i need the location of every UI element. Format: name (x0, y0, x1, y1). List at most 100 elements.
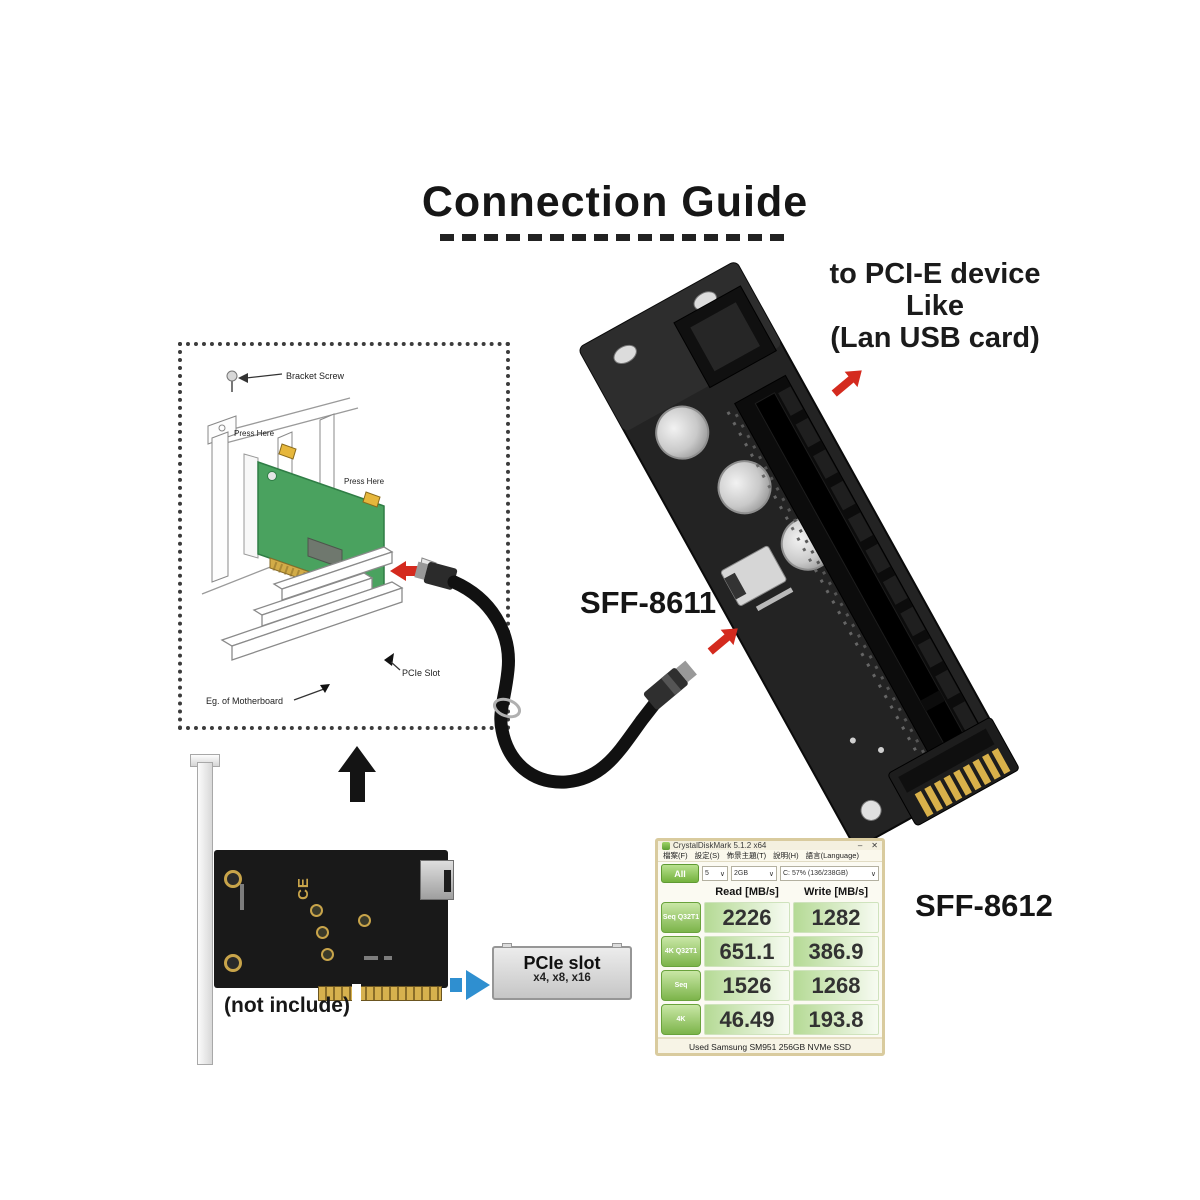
install-diagram-box (178, 342, 510, 730)
mobo-leader (293, 688, 325, 701)
pcie-slot-label: PCIe Slot (402, 668, 441, 678)
seq-q32t1-read: 2226 (704, 902, 790, 933)
cable-wire (447, 575, 663, 789)
cdm-status-bar: Used Samsung SM951 256GB NVMe SSD (658, 1037, 882, 1053)
cdm-titlebar[interactable]: CrystalDiskMark 5.1.2 x64 – ✕ (658, 841, 882, 850)
4k-read: 46.49 (704, 1004, 790, 1035)
lp-card-edge-notch (352, 984, 361, 1003)
cdm-controls: All 5 ∨ 2GB ∨ C: 57% (136/238GB) ∨ (658, 862, 882, 885)
callout-line-1: to PCI-E device (829, 258, 1041, 290)
silkscreen-2 (364, 956, 378, 960)
seq-read: 1526 (704, 970, 790, 1001)
riser-board (579, 262, 1019, 848)
silkscreen-text (755, 587, 794, 612)
not-include-label: (not include) (224, 994, 350, 1017)
silkscreen-1 (240, 884, 244, 910)
minimize-icon[interactable]: – (857, 841, 863, 850)
test-size-select[interactable]: 2GB ∨ (731, 866, 777, 881)
card-bracket (243, 453, 259, 559)
write-header: Write [MB/s] (804, 886, 868, 898)
pcie-slot-chip: PCIe slot x4, x8, x16 (492, 943, 632, 1000)
card-screw-hole (267, 471, 277, 481)
window-title: CrystalDiskMark 5.1.2 x64 (673, 841, 767, 850)
gold-pins (914, 746, 1014, 817)
install-diagram: Bracket Screw Press Here Press Here (201, 370, 441, 706)
lp-card-pcb: CE (214, 850, 448, 988)
title-underline (440, 234, 788, 241)
4k-write: 193.8 (793, 1004, 879, 1035)
all-test-button[interactable]: All (661, 864, 699, 883)
close-icon[interactable]: ✕ (871, 841, 878, 850)
red-arrow-card-icon (390, 561, 422, 581)
ce-marking: CE (294, 877, 312, 900)
crystaldiskmark-window: CrystalDiskMark 5.1.2 x64 – ✕ 檔案(F) 設定(S… (655, 838, 885, 1056)
target-drive-select[interactable]: C: 57% (136/238GB) ∨ (780, 866, 879, 881)
lp-card-oculink-slot (444, 870, 451, 892)
board-screw-slot-1 (613, 344, 637, 365)
4k-q32t1-read: 651.1 (704, 936, 790, 967)
blue-arrow-shaft-icon (450, 978, 462, 992)
4k-q32t1-button[interactable]: 4K Q32T1 (661, 936, 701, 967)
4k-button[interactable]: 4K (661, 1004, 701, 1035)
menu-help[interactable]: 說明(H) (773, 851, 799, 860)
header-spacer (661, 886, 701, 899)
app-icon (662, 841, 670, 850)
seq-button[interactable]: Seq (661, 970, 701, 1001)
cable-clip (492, 697, 522, 719)
black-up-arrow-icon (338, 746, 376, 802)
case-rails (201, 397, 359, 595)
dropdown-arrow-icon: ∨ (870, 870, 876, 878)
capacitor-2 (717, 460, 772, 515)
4k-q32t1-write: 386.9 (793, 936, 879, 967)
test-size-value: 2GB (734, 870, 749, 877)
page-title: Connection Guide (421, 178, 809, 226)
cdm-results-grid: Read [MB/s] Write [MB/s] Seq Q32T1 2226 … (658, 885, 882, 1037)
pcb-screw-hole-bottom (224, 954, 242, 972)
sff-8612-opening (724, 572, 747, 600)
standoff-2 (316, 926, 329, 939)
screw-leader-arrow (238, 373, 248, 383)
cable-plug-sff8611-end (643, 660, 697, 710)
dropdown-arrow-icon: ∨ (768, 870, 774, 878)
pcie-slot-leader (390, 661, 401, 671)
test-count-select[interactable]: 5 ∨ (702, 866, 728, 881)
menu-settings[interactable]: 設定(S) (694, 851, 720, 860)
standoff-4 (358, 914, 371, 927)
mobo-leader-arrow (320, 684, 330, 693)
callout-line-3: (Lan USB card) (830, 322, 1040, 354)
board-screw-1 (849, 737, 856, 744)
board-screw-2 (878, 747, 885, 754)
press-clip-right (362, 491, 381, 508)
read-header: Read [MB/s] (715, 886, 779, 898)
menu-language[interactable]: 語言(Language) (805, 851, 859, 860)
lp-bracket (197, 762, 213, 1065)
bracket-body (211, 431, 229, 583)
bracket-screw-hole (218, 424, 226, 432)
press-here-top-label: Press Here (234, 429, 275, 438)
seq-write: 1268 (793, 970, 879, 1001)
sff-8611-label: SFF-8611 (580, 585, 717, 620)
pcb-screw-hole-top (224, 870, 242, 888)
capacitor-1 (655, 405, 710, 460)
pcie-slots-art (220, 546, 404, 661)
silkscreen-3 (384, 956, 392, 960)
standoff-3 (321, 948, 334, 961)
board-mount-hole (860, 799, 882, 821)
standoff-1 (310, 904, 323, 917)
lp-card-edge-fingers (318, 986, 442, 1001)
pcie-slot-chip-title: PCIe slot (523, 953, 601, 973)
finger-ticks (272, 561, 384, 609)
press-clip-top (278, 443, 297, 460)
power-connector-inner (690, 302, 761, 372)
callout-line-2: Like (905, 290, 965, 322)
screw-icon (226, 370, 238, 382)
target-drive-value: C: 57% (136/238GB) (783, 870, 848, 877)
menu-file[interactable]: 檔案(F) (663, 851, 688, 860)
slot-tab-left (502, 943, 512, 948)
seq-q32t1-button[interactable]: Seq Q32T1 (661, 902, 701, 933)
press-here-right-label: Press Here (344, 477, 385, 486)
menu-theme[interactable]: 佈景主題(T) (726, 851, 767, 860)
oculink-cable (414, 561, 697, 789)
slot-tab-right (612, 943, 622, 948)
